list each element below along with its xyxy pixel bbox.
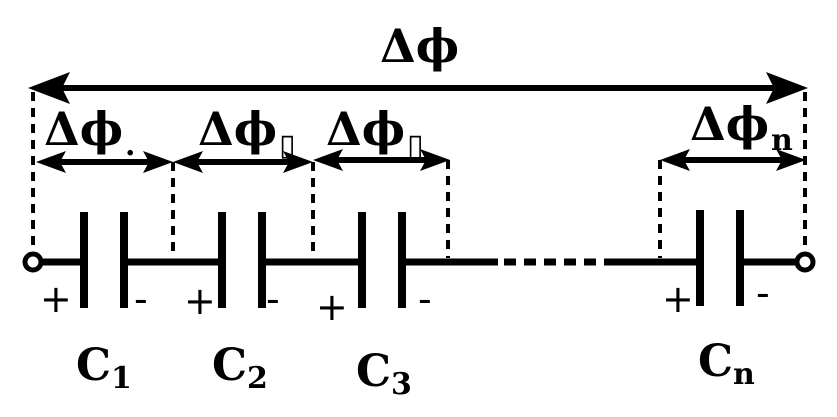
capacitor-cn: [696, 210, 744, 306]
c3-plus-sign: +: [316, 285, 348, 329]
total-potential-label: Δϕ: [380, 19, 459, 73]
total-potential-arrow: [28, 72, 808, 104]
c3-minus-sign: -: [418, 277, 432, 321]
cn-minus-sign: -: [756, 271, 770, 315]
capacitor-c2: [218, 212, 266, 308]
capacitor-label-c2: C2: [212, 340, 268, 396]
capacitor-label-c3: C3: [356, 346, 412, 402]
segment-label-1: Δϕ.: [44, 102, 135, 163]
capacitor-label-c1: C1: [76, 340, 132, 396]
cn-plus-sign: +: [662, 277, 694, 321]
segment-label-3: Δϕ▯: [326, 102, 424, 163]
right-terminal: [794, 251, 816, 273]
capacitor-label-cn: Cn: [698, 336, 755, 392]
capacitor-c3: [358, 212, 406, 308]
capacitor-c1: [80, 212, 128, 308]
segment-label-n: Δϕn: [690, 97, 793, 158]
segment-arrow-2: [173, 151, 313, 173]
segment-label-2: Δϕ▯: [198, 102, 296, 163]
c1-plus-sign: +: [40, 277, 72, 321]
left-terminal: [22, 251, 44, 273]
c2-minus-sign: -: [266, 277, 280, 321]
segment-arrow-n: [660, 149, 806, 171]
c1-minus-sign: -: [134, 277, 148, 321]
c2-plus-sign: +: [184, 279, 216, 323]
segment-arrow-3: [313, 149, 450, 171]
segment-arrow-1: [36, 151, 173, 173]
